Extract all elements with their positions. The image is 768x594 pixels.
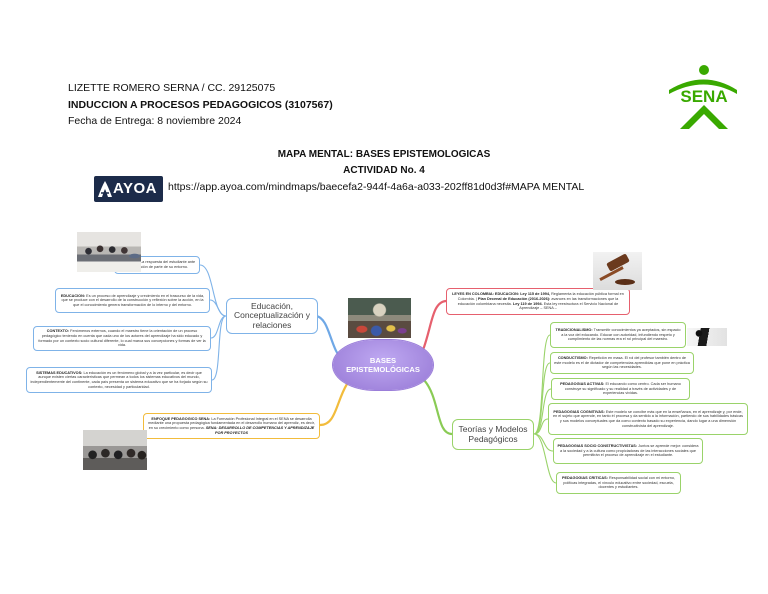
node-text: Esta ley reestructura el Servicio Nacion…	[519, 301, 619, 311]
node-text: avances en las transformaciones que la e…	[457, 296, 619, 306]
node-text: La educación es un fenómeno global y a l…	[30, 370, 208, 389]
node-term: PEDAGOGIAS CRITICAS:	[561, 476, 608, 481]
link-central-leyes	[421, 299, 448, 352]
node-term: PEDAGOGIAS COGNITIVAS:	[553, 409, 605, 414]
link-educacion-educacion	[209, 299, 227, 317]
sena-logo-text: SENA	[680, 87, 727, 106]
node-content: PEDAGOGIAS COGNITIVAS: Este modelo se co…	[552, 410, 744, 428]
sena-logo-arc	[669, 79, 737, 94]
link-teorias-tradicionalismo	[533, 334, 551, 435]
node-term: PEDAGOGIAS ACTIVAS:	[560, 382, 605, 387]
gavel-photo	[593, 252, 642, 290]
node-pedagogias-socio-constructivistas: PEDAGOGIAS SOCIO CONSTRUCTIVISTAS: Junto…	[553, 438, 703, 464]
node-term: Plan Decenal de Educación (2016-2026):	[477, 296, 551, 301]
node-text: La respuesta del estudiante ante la Educ…	[125, 260, 196, 269]
node-text: El educando como centro. Cada ser humano…	[564, 382, 681, 396]
central-node-label: BASES EPISTEMOLÓGICAS	[346, 356, 420, 374]
node-text: Fenómenos externos, cuando el maestro ti…	[38, 329, 206, 348]
node-text: Transmitir conocimientos ya aceptados, s…	[561, 328, 681, 342]
node-leyes-colombia: LEYES EN COLOMBIA: EDUCACION: Ley 115 de…	[446, 288, 630, 315]
gavel-base	[615, 279, 635, 285]
page-title: MAPA MENTAL: BASES EPISTEMOLOGICAS	[277, 149, 491, 160]
node-content: PEDAGOGIAS SOCIO CONSTRUCTIVISTAS: Junto…	[557, 444, 699, 458]
node-term: PEDAGOGIAS SOCIO CONSTRUCTIVISTAS:	[557, 444, 638, 449]
node-text: Repetición en masa. El rol del profesor …	[554, 356, 690, 370]
link-teorias-activas	[533, 388, 552, 435]
node-text: Responsabilidad social con mi entorno, p…	[563, 476, 676, 490]
sena-logo-figure	[680, 105, 728, 129]
ayoa-logo-text: AYOA	[113, 180, 157, 197]
node-text: Juntos se aprende mejor: considera a la …	[560, 444, 699, 458]
node-term-highlight: SENA: DESARROLLO DE COMPETENCIAS Y APREN…	[205, 426, 315, 435]
node-content: SISTEMAS EDUCATIVOS: La educación es un …	[30, 371, 208, 389]
node-text: Este modelo se concibe más que en la ens…	[553, 409, 743, 428]
classroom-photo	[348, 298, 411, 338]
node-text: Reglamenta la educación pública formal e…	[457, 292, 624, 301]
node-text: Es un proceso de aprendizaje y crecimien…	[61, 293, 205, 307]
node-content: CONTEXTO: Fenómenos externos, cuando el …	[37, 329, 207, 347]
mindmap-central-node: BASES EPISTEMOLÓGICAS	[333, 340, 433, 390]
node-text: La Formación Profesional Integral en el …	[148, 416, 315, 430]
mindmap-url-link[interactable]: https://app.ayoa.com/mindmaps/baecefa2-9…	[168, 181, 585, 193]
students-photo	[83, 430, 147, 470]
node-tradicionalismo: TRADICIONALISMO: Transmitir conocimiento…	[550, 322, 686, 348]
node-content: PEDAGOGIAS CRITICAS: Responsabilidad soc…	[560, 476, 677, 490]
node-content: TRADICIONALISMO: Transmitir conocimiento…	[554, 328, 682, 342]
sena-logo: SENA	[669, 65, 737, 129]
link-educacion-contexto	[210, 315, 227, 339]
author-line: LIZETTE ROMERO SERNA / CC. 29125075	[68, 82, 276, 94]
link-educacion-sistemas	[211, 315, 227, 381]
node-term: EDUCACION:	[60, 293, 86, 298]
teacher-photo	[687, 328, 727, 346]
node-enfoque-pedagogico: ENFOQUE PEDAGOGICO SENA: La Formación Pr…	[143, 413, 320, 439]
link-teorias-cognitivas	[533, 418, 549, 435]
branch-node-teorias: Teorías y Modelos Pedagógicos	[452, 419, 534, 450]
node-content: PEDAGOGIAS ACTIVAS: El educando como cen…	[555, 382, 686, 396]
node-term: SISTEMAS EDUCATIVOS:	[36, 370, 83, 375]
meeting-photo	[77, 232, 141, 272]
node-sistemas-educativos: SISTEMAS EDUCATIVOS: La educación es un …	[26, 367, 212, 393]
node-term: CONTEXTO:	[46, 329, 70, 334]
node-educacion: EDUCACION: Es un proceso de aprendizaje …	[55, 288, 210, 313]
link-central-teorias	[422, 378, 454, 436]
ayoa-logo: AYOA	[94, 176, 163, 202]
activity-title: ACTIVIDAD No. 4	[343, 165, 425, 176]
node-term: Ley 119 de 1994.	[512, 301, 543, 306]
node-term: TRADICIONALISMO:	[555, 328, 593, 333]
node-content: CONDUCTISMO: Repetición en masa. El rol …	[554, 356, 690, 370]
link-teorias-criticas	[533, 433, 557, 484]
node-content: LEYES EN COLOMBIA: EDUCACION: Ley 115 de…	[450, 292, 626, 310]
link-central-enfoque	[318, 382, 349, 427]
node-pedagogias-cognitivas: PEDAGOGIAS COGNITIVAS: Este modelo se co…	[548, 403, 748, 435]
node-content: ENFOQUE PEDAGOGICO SENA: La Formación Pr…	[147, 417, 316, 435]
node-term: LEYES EN COLOMBIA: EDUCACION: Ley 115 de…	[452, 292, 550, 297]
node-pedagogias-criticas: PEDAGOGIAS CRITICAS: Responsabilidad soc…	[556, 472, 681, 494]
node-conductismo: CONDUCTISMO: Repetición en masa. El rol …	[550, 352, 694, 374]
node-term: ENFOQUE PEDAGOGICO SENA:	[151, 416, 211, 421]
course-line: INDUCCION A PROCESOS PEDAGOGICOS (310756…	[68, 99, 333, 111]
node-contexto: CONTEXTO: Fenómenos externos, cuando el …	[33, 326, 211, 351]
node-pedagogias-activas: PEDAGOGIAS ACTIVAS: El educando como cen…	[551, 378, 690, 400]
date-line: Fecha de Entrega: 8 noviembre 2024	[68, 115, 242, 127]
node-term: CONDUCTISMO:	[557, 356, 588, 361]
branch-node-educacion: Educación, Conceptualización y relacione…	[226, 298, 318, 334]
node-content: EDUCACION: Es un proceso de aprendizaje …	[59, 294, 206, 308]
sena-logo-head	[699, 65, 709, 75]
ayoa-logo-icon	[98, 181, 112, 197]
